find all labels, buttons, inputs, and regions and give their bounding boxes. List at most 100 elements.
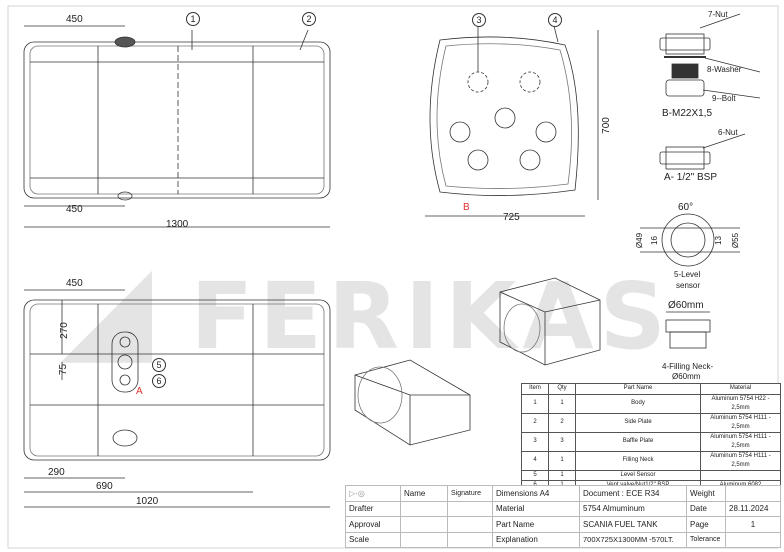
dim-top-450: 450 [66,278,83,289]
watermark-logo: ◢ FERIKAS [60,238,672,377]
dim-270: 270 [58,322,70,339]
label-9-bolt: 9--Bolt [712,94,736,103]
scale-signature [447,531,493,548]
dim-75: 75 [58,363,70,376]
balloon-3: 3 [472,13,486,27]
part-name-label: Part Name [492,516,580,533]
dim-725: 725 [503,212,520,223]
cell-item: 5 [521,469,549,481]
weight-value [725,485,781,502]
cell-qty: 1 [548,450,576,471]
scale-name [400,531,448,548]
cell-material: Aluminum 5754 H22 - 2,5mm [700,393,781,414]
cell-material: Aluminum 5754 H111 - 2,5mm [700,412,781,433]
header-part-name: Part Name [575,383,701,395]
cell-item: 4 [521,450,549,471]
watermark-text: FERIKAS [190,263,672,370]
balloon-4: 4 [548,13,562,27]
balloon-2: 2 [302,12,316,26]
dim-700: 700 [600,117,612,134]
drafter-label: Drafter [345,500,401,517]
header-material: Material [700,383,781,395]
cell-material: Aluminum 5754 H111 - 2,5mm [700,450,781,471]
header-qty: Qty [548,383,576,395]
signature-header: Signature [447,485,493,502]
cell-part-name: Filling Neck [575,450,701,471]
cell-part-name: Baffle Plate [575,431,701,452]
scale-label: Scale [345,531,401,548]
projection-symbol: ▷-◎ [345,485,401,502]
label-b-m22: B-M22X1,5 [662,108,713,119]
cell-item: 3 [521,431,549,452]
page-value: 1 [725,516,781,533]
isometric-view-1 [499,277,601,366]
balloon-5: 5 [152,358,166,372]
tolerance-label: Tolerance [686,531,726,548]
neck-label-1: 4-Filling Neck- [662,362,714,371]
sheet-border [7,5,779,549]
cell-qty: 1 [548,393,576,414]
label-6-nut: 6-Nut [718,128,738,137]
approval-signature [447,516,493,533]
marker-a: A [136,386,143,397]
dim-1020: 1020 [136,496,159,507]
detail-fittings [640,13,761,349]
page-label: Page [686,516,726,533]
explanation-label: Explanation [492,531,580,548]
dim-d55: Ø55 [731,232,741,249]
top-view [23,289,331,508]
material-value: 5754 Almuminum [579,500,687,517]
cell-material [700,469,781,481]
dim-side-1300: 1300 [166,219,189,230]
sensor-label-2: sensor [676,281,701,290]
label-7-nut: 7-Nut [708,10,728,19]
end-view [425,25,599,217]
cell-item: 1 [521,393,549,414]
cell-material: Aluminum 5754 H111 - 2,5mm [700,431,781,452]
date-label: Date [686,500,726,517]
drafter-signature [447,500,493,517]
document-label: Document : ECE R34 [579,485,687,502]
approval-label: Approval [345,516,401,533]
tolerance-value [725,531,781,548]
header-item: Item [521,383,549,395]
dim-16: 16 [649,236,659,245]
cell-part-name: Body [575,393,701,414]
marker-b: B [463,202,470,213]
balloon-1: 1 [186,12,200,26]
neck-label-2: Ø60mm [672,372,701,381]
part-name-value: SCANIA FUEL TANK [579,516,687,533]
name-header: Name [400,485,448,502]
approval-name [400,516,448,533]
material-label: Material [492,500,580,517]
dim-13: 13 [713,236,723,245]
dim-60-degrees: 60° [678,202,694,213]
date-value: 28.11.2024 [725,500,781,517]
dim-690: 690 [96,481,113,492]
dim-d49: Ø49 [635,232,645,249]
isometric-view-2 [354,359,471,446]
cell-item: 2 [521,412,549,433]
dim-290: 290 [48,467,65,478]
side-view [23,25,331,228]
cell-qty: 1 [548,469,576,481]
dim-neck-60: Ø60mm [668,300,704,311]
dim-side-bottom-450: 450 [66,204,83,215]
dim-side-top-450: 450 [66,14,83,25]
label-8-washer: 8-Washer [707,65,742,74]
drafter-name [400,500,448,517]
cell-qty: 3 [548,431,576,452]
cell-part-name: Level Sensor [575,469,701,481]
weight-label: Weight [686,485,726,502]
title-block: ▷-◎ Name Signature Dimensions A4 Documen… [345,485,781,548]
label-a-bsp: A- 1/2" BSP [664,172,718,183]
balloon-6: 6 [152,374,166,388]
cell-part-name: Side Plate [575,412,701,433]
sensor-label-1: 5-Level [674,270,701,279]
